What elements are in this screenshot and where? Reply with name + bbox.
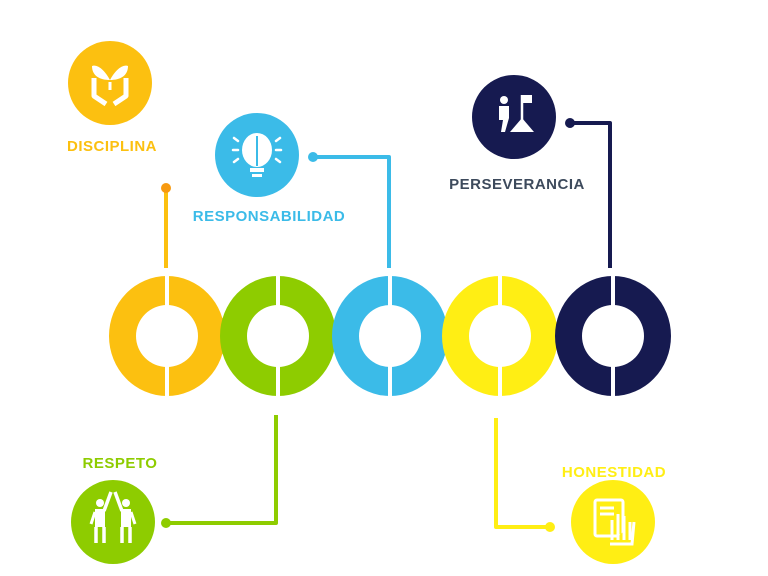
ring-divider [388, 275, 392, 397]
respeto-badge [71, 480, 155, 564]
climber-flag-icon [499, 95, 534, 132]
ring-perseverancia [555, 276, 671, 396]
connector-honestidad [494, 418, 555, 532]
label-responsabilidad: RESPONSABILIDAD [193, 208, 346, 225]
disciplina-badge [68, 41, 152, 125]
ring-chain [109, 275, 671, 397]
label-perseverancia: PERSEVERANCIA [449, 176, 585, 193]
ring-responsabilidad [332, 276, 448, 396]
ring-divider [611, 275, 615, 397]
ring-divider [276, 275, 280, 397]
connector-perseverancia [565, 118, 612, 268]
honestidad-badge [571, 480, 655, 564]
label-disciplina: DISCIPLINA [67, 138, 157, 155]
high-five-people-icon [89, 491, 137, 543]
label-respeto: RESPETO [83, 455, 158, 472]
ring-divider [165, 275, 169, 397]
ring-respeto [220, 275, 337, 397]
ring-divider [498, 275, 502, 397]
ring-disciplina [109, 276, 225, 396]
hands-plant-icon [91, 65, 129, 107]
perseverancia-badge [472, 75, 556, 159]
responsabilidad-badge [215, 113, 299, 197]
label-honestidad: HONESTIDAD [562, 464, 666, 481]
connector-respeto [161, 415, 278, 528]
brain-lightbulb-icon [231, 133, 283, 177]
connector-disciplina [161, 183, 171, 268]
hand-document-icon [593, 498, 636, 546]
ring-honestidad [442, 276, 558, 396]
connector-responsabilidad [308, 152, 391, 268]
